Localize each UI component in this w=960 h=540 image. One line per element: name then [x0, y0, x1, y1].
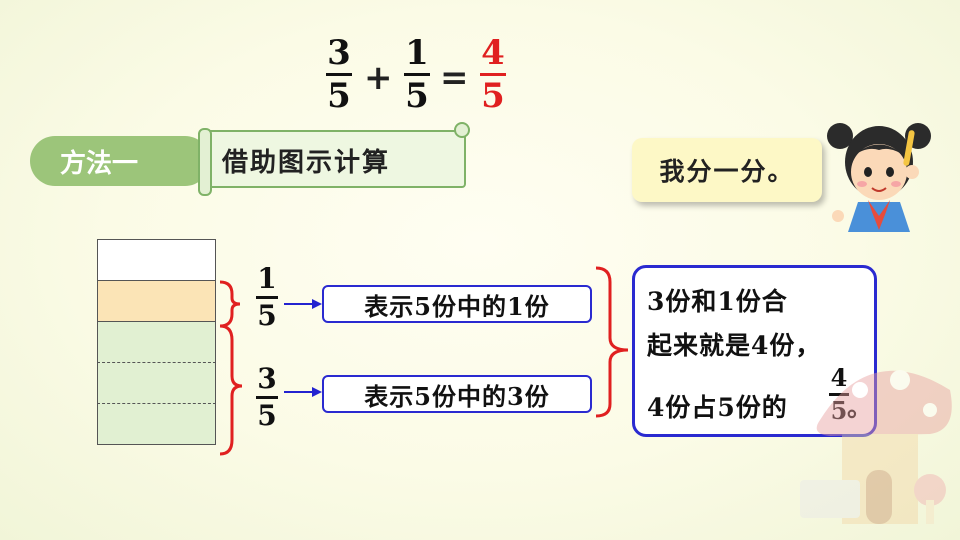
scroll-curl-left [198, 128, 212, 196]
label-text-one-fifth: 表示5份中的1份 [364, 291, 550, 321]
speech-bubble: 我分一分。 [632, 138, 822, 202]
arrow-top-head [312, 299, 322, 309]
denominator: 5 [831, 399, 848, 423]
fraction-strip [97, 239, 216, 445]
brace-top [219, 280, 241, 328]
fraction-bar [256, 396, 278, 399]
method-title-scroll: 借助图示计算 [198, 122, 470, 196]
denominator: 5 [405, 76, 429, 116]
label-fraction-3-5: 3 5 [256, 365, 278, 430]
method-title: 借助图示计算 [222, 148, 391, 178]
fraction-bar [829, 393, 849, 396]
denominator: 5 [257, 399, 277, 432]
conclusion-line-2: 起来就是4份， [647, 331, 822, 360]
conclusion-line-3-prefix: 4份占5份的 [647, 393, 788, 422]
mushroom-house-decoration [800, 370, 952, 524]
conclusion-line-1: 3份和1份合 [647, 287, 788, 316]
fraction-bar [404, 73, 430, 76]
numerator: 1 [405, 33, 429, 73]
label-box-three-fifths: 表示5份中的3份 [322, 375, 592, 413]
arrow-bottom-head [312, 387, 322, 397]
fraction-bar [326, 73, 352, 76]
scroll-curl-right [454, 122, 470, 138]
conclusion-fraction-4-5: 4 5 [829, 366, 849, 423]
speech-text: 我分一分。 [659, 157, 795, 186]
method-pill: 方法一 [30, 136, 210, 186]
fraction-bar [480, 73, 506, 76]
label-box-one-fifth: 表示5份中的1份 [322, 285, 592, 323]
strip-part-three-fifths-2 [97, 362, 216, 404]
brace-right [595, 266, 629, 418]
plus-sign: + [364, 58, 393, 98]
numerator: 3 [327, 33, 351, 73]
strip-part-three-fifths-3 [97, 403, 216, 445]
girl-illustration [827, 123, 931, 232]
label-text-three-fifths: 表示5份中的3份 [364, 381, 550, 411]
fraction-1-5: 1 5 [404, 36, 430, 113]
denominator: 5 [327, 76, 351, 116]
numerator: 1 [257, 262, 277, 295]
equals-sign: = [440, 58, 469, 98]
numerator: 4 [481, 33, 505, 73]
label-fraction-1-5: 1 5 [256, 265, 278, 330]
strip-part-unshaded [97, 239, 216, 281]
strip-part-three-fifths-1 [97, 321, 216, 363]
numerator: 4 [830, 363, 848, 392]
denominator: 5 [257, 299, 277, 332]
denominator: 5 [481, 76, 505, 116]
method-pill-label: 方法一 [60, 148, 139, 179]
strip-part-one-fifth [97, 280, 216, 322]
fraction-bar [256, 296, 278, 299]
conclusion-box: 3份和1份合 起来就是4份， 4份占5份的 4 5 。 [632, 265, 877, 437]
brace-bottom [219, 324, 243, 456]
fraction-result-4-5: 4 5 [480, 36, 506, 113]
numerator: 3 [257, 362, 277, 395]
conclusion-line-3-suffix: 。 [847, 388, 873, 424]
fraction-3-5: 3 5 [326, 36, 352, 113]
